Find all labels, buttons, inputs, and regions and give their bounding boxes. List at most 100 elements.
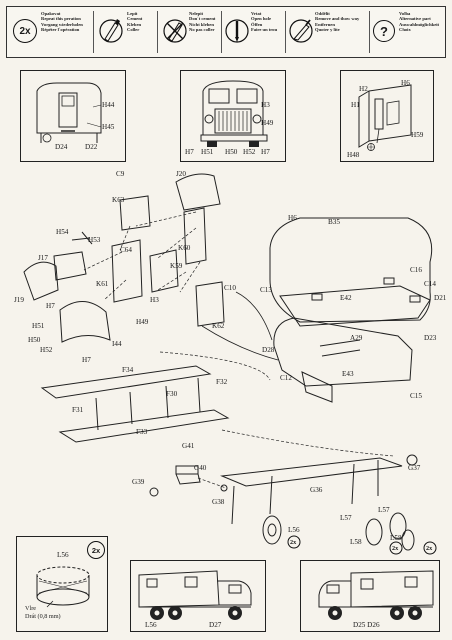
part-label: H50 [28, 336, 41, 344]
part-label: C15 [410, 392, 422, 400]
legend-line: Quoter y lite [315, 26, 340, 32]
part-label: D23 [424, 334, 437, 342]
legend-divider [369, 11, 370, 53]
question-icon: ? [373, 20, 395, 42]
part-label: K63 [112, 196, 125, 204]
part-label: K61 [96, 280, 109, 288]
part-label: H1 [351, 101, 360, 109]
part-label: D22 [85, 143, 98, 151]
legend-line: Open hole [251, 16, 272, 22]
legend-line: Auswahlmöglichkeit [399, 21, 440, 27]
part-label: E43 [342, 370, 354, 378]
part-label: H50 [225, 148, 238, 156]
part-label: J20 [176, 170, 186, 178]
legend-line: Choix [399, 26, 411, 32]
wire-size: (0,8 mm) [37, 613, 61, 620]
wire-label: Vlre [25, 605, 36, 613]
part-label: A29 [350, 334, 363, 342]
legend-line: Remove and thow way [315, 16, 360, 22]
part-label: H3 [150, 296, 159, 304]
part-label: L57 [378, 506, 390, 514]
wire-label-line: Drát [25, 613, 36, 620]
repeat-icon: 2x [13, 19, 37, 43]
part-label: L56 [288, 526, 300, 534]
part-label: H52 [243, 148, 256, 156]
part-label: L58 [390, 534, 402, 542]
legend-divider [157, 11, 158, 53]
part-label: C10 [224, 284, 236, 292]
repeat-count: 2x [290, 539, 297, 546]
glue-tube-icon [99, 19, 123, 43]
part-label: H52 [40, 346, 53, 354]
legend-divider [221, 11, 222, 53]
legend-line: Repeat this peration [41, 16, 81, 22]
legend-dont-cement-text: Nelepit Don´t cement Nicht kleben No pas… [189, 11, 215, 32]
part-label: H7 [261, 148, 270, 156]
legend-line: Cement [127, 16, 143, 22]
part-label: G36 [310, 486, 323, 494]
part-label: D25 D26 [353, 621, 380, 629]
part-label: G41 [182, 442, 195, 450]
wire-label-line: Vlre [25, 605, 36, 612]
part-label: F31 [72, 406, 84, 414]
part-label: D24 [55, 143, 68, 151]
detail-panel-interior: H2 H6 H1 H59 H48 [340, 70, 434, 162]
part-label: E42 [340, 294, 352, 302]
legend-alternative-text: Volba Alternative part Auswahlmöglichkei… [399, 11, 439, 32]
detail-panel-rear: H44 H45 D24 D22 [20, 70, 126, 162]
legend-line: Coller [127, 26, 140, 32]
part-label: L56 [57, 551, 69, 559]
part-label: G37 [408, 464, 421, 472]
part-label: C13 [260, 286, 272, 294]
part-label: H49 [261, 119, 274, 127]
knife-icon [289, 19, 313, 43]
symbol-legend: 2x Opakovat Repeat this peration Vorgang… [6, 6, 446, 58]
part-label: C12 [280, 374, 292, 382]
no-glue-icon [163, 19, 187, 43]
legend-repeat-text: Opakovat Repeat this peration Vorgang wi… [41, 11, 83, 32]
cab-roof-part [175, 173, 221, 211]
legend-line: Faire un trou [251, 26, 278, 32]
part-label: G39 [132, 478, 145, 486]
part-label: H2 [359, 85, 368, 93]
legend-line: Alternative part [399, 16, 431, 22]
part-label: J19 [14, 296, 24, 304]
part-label: K62 [212, 322, 225, 330]
rope-drawing [36, 566, 90, 608]
legend-line: Nelepit [189, 11, 204, 16]
part-label: H59 [411, 131, 424, 139]
legend-line: No pas coller [189, 26, 215, 32]
legend-line: Don´t cement [189, 16, 216, 22]
drill-icon [225, 19, 249, 43]
part-label: H54 [56, 228, 69, 236]
repeat-count: 2x [426, 545, 433, 552]
part-label: H3 [261, 101, 270, 109]
legend-line: Vorgang wiederholen [41, 21, 83, 27]
part-label: F32 [216, 378, 228, 386]
finished-truck-drawing [318, 570, 434, 620]
repeat-icon [287, 535, 301, 549]
legend-divider [93, 11, 94, 53]
part-label: L56 [145, 621, 157, 629]
part-label: F30 [166, 390, 178, 398]
part-label: H44 [102, 101, 115, 109]
part-label: H53 [88, 236, 101, 244]
part-label: D28 [262, 346, 275, 354]
legend-remove-text: Oddělit Remove and thow way Entfernen Qu… [315, 11, 359, 32]
part-label: C64 [120, 246, 132, 254]
frame-rail-lower [58, 409, 230, 443]
part-label: C16 [410, 266, 422, 274]
interior-view-drawing [358, 84, 412, 151]
repeat-icon [389, 541, 403, 555]
front-view-drawing [200, 80, 268, 147]
rear-view-drawing [36, 82, 102, 143]
finished-truck-drawing [138, 570, 252, 620]
part-label: J17 [38, 254, 48, 262]
legend-line: Entfernen [315, 21, 335, 27]
frame-rail-upper [40, 365, 212, 399]
legend-line: Kleben [127, 21, 142, 27]
part-label: C9 [116, 170, 125, 178]
part-label: K60 [178, 244, 191, 252]
